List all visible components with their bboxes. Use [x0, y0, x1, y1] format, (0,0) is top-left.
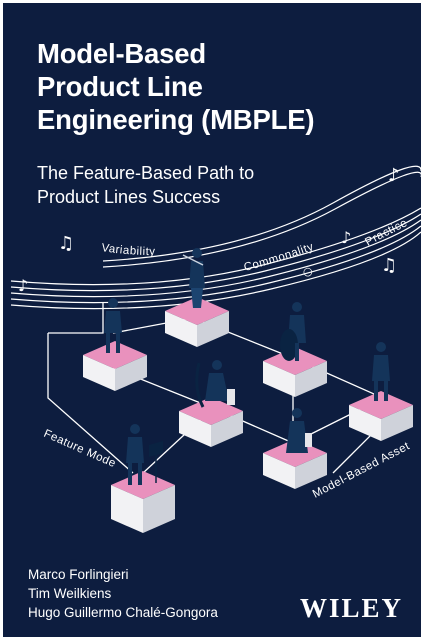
svg-text:♪: ♪	[388, 165, 400, 186]
music-staff	[10, 165, 421, 310]
pedestal	[165, 297, 229, 347]
subtitle-line: The Feature-Based Path to	[37, 163, 255, 183]
author-name: Hugo Guillermo Chalé-Gongora	[28, 605, 218, 620]
musician-figure	[286, 408, 312, 453]
title-line: Product Line	[37, 71, 203, 102]
orchestra-illustration: Variability Commonality Practice ♫ ♪ ♪ ♫…	[3, 3, 421, 533]
musician-figure	[182, 248, 205, 308]
book-subtitle: The Feature-Based Path to Product Lines …	[37, 161, 367, 209]
pedestal	[349, 391, 413, 441]
author-name: Marco Forlingieri	[28, 567, 129, 582]
pedestal	[111, 471, 175, 533]
book-cover: Model-Based Product Line Engineering (MB…	[3, 3, 421, 637]
book-title: Model-Based Product Line Engineering (MB…	[37, 37, 407, 136]
svg-text:♫: ♫	[381, 255, 397, 276]
publisher-logo: WILEY	[299, 593, 403, 623]
authors: Marco Forlingieri Tim Weilkiens Hugo Gui…	[28, 565, 218, 622]
staff-label-variability: Variability	[101, 242, 156, 258]
subtitle-line: Product Lines Success	[37, 187, 221, 207]
svg-text:♫: ♫	[58, 233, 74, 254]
svg-text:○: ○	[303, 265, 313, 278]
svg-text:♪: ♪	[18, 276, 28, 295]
musician-figure	[195, 360, 235, 408]
music-notes-icon: ♫ ♪ ♪ ♫ ♪ ○	[18, 165, 400, 295]
musician-figure	[104, 298, 122, 353]
pedestal	[83, 341, 147, 391]
musician-figure	[280, 302, 306, 361]
title-line: Engineering (MBPLE)	[37, 104, 315, 135]
author-name: Tim Weilkiens	[28, 586, 112, 601]
musician-figure	[126, 424, 163, 485]
svg-text:♪: ♪	[341, 228, 351, 247]
pedestal	[179, 397, 243, 447]
staff-label-practice: Practice	[363, 217, 409, 249]
title-line: Model-Based	[37, 38, 206, 69]
musician-figure	[372, 342, 390, 401]
